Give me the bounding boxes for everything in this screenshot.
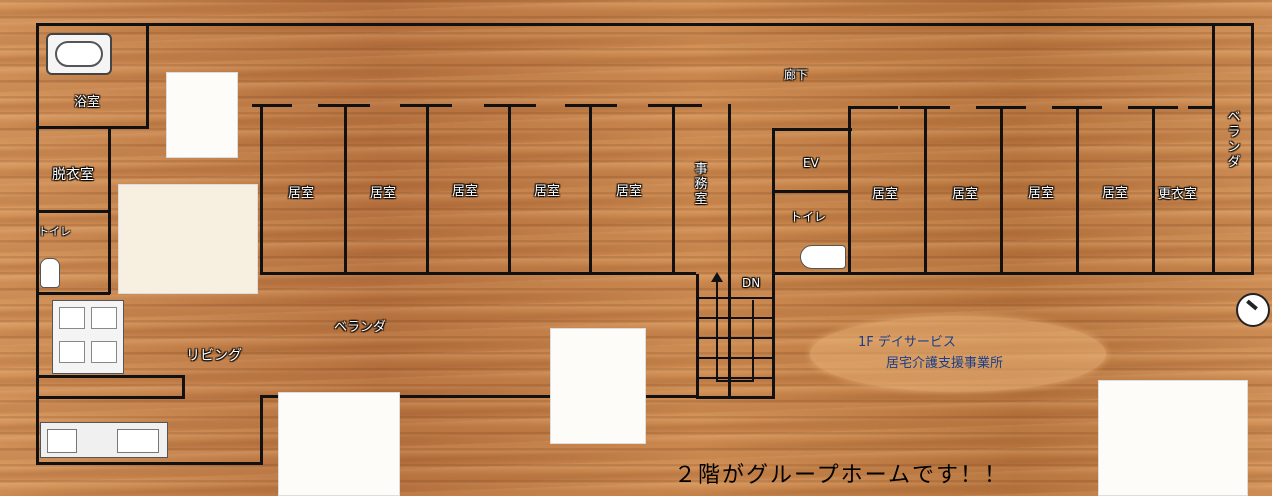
wall <box>1212 23 1215 274</box>
first-floor-line1: 1F デイサービス <box>858 335 956 350</box>
residence-1-label: 居室 <box>288 186 315 201</box>
wall <box>1251 23 1254 274</box>
wall <box>182 375 185 397</box>
toilet-icon-left <box>40 258 60 288</box>
wall <box>260 272 696 275</box>
residence-3-label: 居室 <box>452 184 479 199</box>
stair-rail <box>716 282 718 382</box>
wall <box>146 23 149 129</box>
wall <box>589 104 592 274</box>
wall <box>36 292 110 295</box>
changing-room-label: 更衣室 <box>1158 187 1198 202</box>
wall <box>728 104 731 399</box>
door-segment <box>1052 106 1102 109</box>
wall <box>1152 106 1155 274</box>
residence-2-label: 居室 <box>370 186 397 201</box>
door-segment <box>648 104 702 107</box>
dining-table-icon <box>52 300 124 374</box>
residence-9-label: 居室 <box>1102 186 1129 201</box>
veranda-main-label: ベランダ <box>334 320 387 335</box>
door-segment <box>400 104 452 107</box>
seniors-dining-illustration <box>118 184 258 294</box>
door-segment <box>318 104 370 107</box>
wall <box>426 104 429 274</box>
wall <box>36 462 262 465</box>
stair-step <box>698 377 774 379</box>
veranda-right-label: ベランダ <box>1227 110 1241 170</box>
door-segment <box>900 106 950 109</box>
compass-icon <box>1236 293 1270 327</box>
residence-6-label: 居室 <box>872 187 899 202</box>
toilet-icon-right <box>800 245 846 269</box>
bath-label: 浴室 <box>74 95 101 110</box>
wall <box>772 272 1254 275</box>
residence-7-label: 居室 <box>952 187 979 202</box>
stair-step <box>698 317 774 319</box>
wall <box>772 128 852 131</box>
wall <box>772 190 850 193</box>
corridor-label: 廊下 <box>784 68 809 82</box>
toilet-right-label: トイレ <box>790 210 827 224</box>
living-label: リビング <box>186 348 242 364</box>
residence-8-label: 居室 <box>1028 186 1055 201</box>
wall <box>1000 106 1003 274</box>
first-floor-info-oval <box>810 316 1106 392</box>
wall <box>260 395 263 465</box>
wall <box>696 396 775 399</box>
first-floor-line2: 居宅介護支援事業所 <box>886 356 1004 371</box>
door-segment <box>252 104 292 107</box>
kitchen-counter-icon <box>40 422 168 458</box>
stair-step <box>698 297 774 299</box>
stair-arrow-icon <box>711 272 723 282</box>
wall <box>36 126 148 129</box>
music-dance-illustration <box>1098 380 1248 496</box>
toilet-left-label: トイレ <box>38 225 71 238</box>
wall <box>508 104 511 274</box>
door-segment <box>484 104 536 107</box>
wall <box>772 128 775 398</box>
door-segment <box>565 104 617 107</box>
door-segment <box>1188 106 1214 109</box>
wall <box>344 104 347 274</box>
door-segment <box>848 106 898 109</box>
wall <box>1076 106 1079 274</box>
wall <box>36 396 185 399</box>
wall <box>36 23 39 465</box>
wall <box>848 106 851 274</box>
door-segment <box>1128 106 1178 109</box>
seniors-exercise-illustration <box>550 328 646 444</box>
office-label: 事務室 <box>694 162 708 207</box>
door-segment <box>976 106 1026 109</box>
stairs-down-label: DN <box>742 276 761 290</box>
caregiver-wheelchair-illustration <box>166 72 238 158</box>
wall <box>672 104 675 274</box>
footer-message: ２階がグループホームです！！ <box>674 463 1009 488</box>
elevator-label: EV <box>803 156 819 170</box>
residence-4-label: 居室 <box>534 184 561 199</box>
residence-5-label: 居室 <box>616 184 643 199</box>
dressing-room-label: 脱衣室 <box>52 167 94 183</box>
wall <box>36 375 184 378</box>
wall <box>36 23 1254 26</box>
seniors-tea-illustration <box>278 392 400 496</box>
wall <box>924 106 927 274</box>
wall <box>260 104 263 274</box>
wall <box>696 274 699 398</box>
stair-rail <box>752 300 754 382</box>
stair-step <box>698 357 774 359</box>
bathtub-icon <box>46 33 112 75</box>
wall <box>36 210 110 213</box>
stair-step <box>698 337 774 339</box>
stair-rail <box>716 380 754 382</box>
wall <box>260 395 696 398</box>
